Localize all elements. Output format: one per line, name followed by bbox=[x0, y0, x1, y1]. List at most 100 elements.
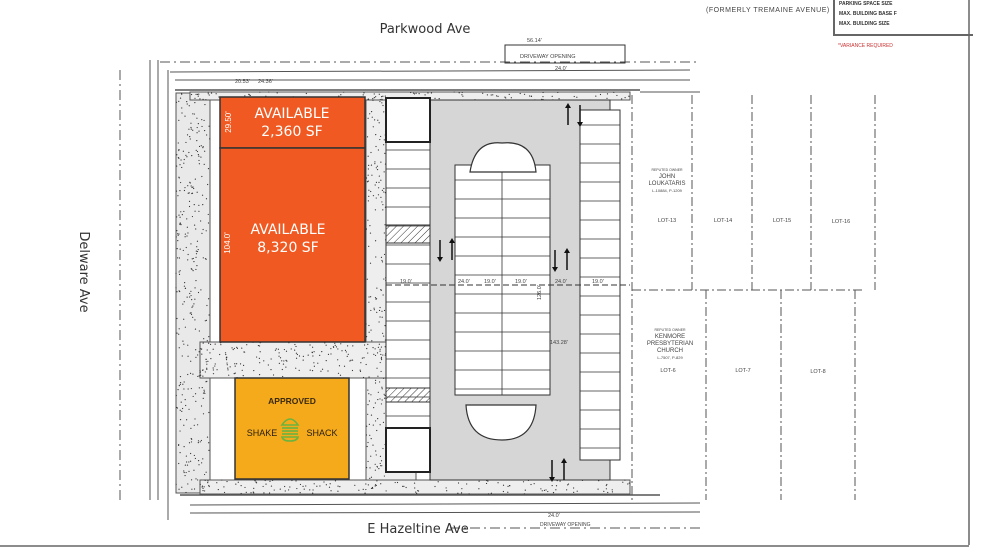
speckle bbox=[202, 204, 204, 206]
speckle bbox=[437, 481, 439, 483]
traffic-arrows bbox=[437, 103, 583, 482]
speckle bbox=[214, 365, 216, 367]
speckle bbox=[196, 132, 198, 134]
speckle bbox=[178, 149, 180, 152]
speckle bbox=[179, 248, 181, 250]
speckle bbox=[377, 346, 379, 348]
speckle bbox=[313, 351, 315, 353]
variance-note: *VARIANCE REQUIRED bbox=[838, 43, 893, 49]
speckle bbox=[259, 351, 261, 353]
speckle bbox=[198, 159, 200, 162]
speckle bbox=[380, 346, 383, 348]
speckle bbox=[185, 455, 187, 457]
speckle bbox=[380, 465, 382, 467]
speckle bbox=[190, 243, 192, 245]
speckle bbox=[178, 290, 180, 292]
speckle bbox=[235, 483, 237, 485]
speckle bbox=[198, 155, 200, 157]
speckle bbox=[418, 93, 420, 95]
speckle bbox=[365, 488, 367, 491]
speckle bbox=[182, 383, 184, 385]
speckle bbox=[202, 147, 204, 149]
speckle bbox=[198, 464, 200, 466]
speckle bbox=[529, 95, 531, 97]
building-available-large[interactable]: AVAILABLE 8,320 SF 104.0' bbox=[219, 147, 366, 343]
building-approved-shake-shack[interactable]: APPROVED SHAKE SHACK bbox=[234, 377, 350, 480]
speckle bbox=[382, 209, 384, 211]
speckle bbox=[296, 487, 298, 490]
speckle bbox=[329, 483, 331, 485]
speckle bbox=[187, 388, 189, 390]
speckle bbox=[183, 381, 185, 383]
speckle bbox=[196, 264, 198, 267]
west-aisle-dimension: 20.53' bbox=[235, 79, 250, 85]
speckle bbox=[205, 361, 207, 363]
speckle bbox=[377, 194, 380, 196]
speckle bbox=[374, 209, 377, 211]
speckle bbox=[183, 470, 185, 472]
speckle bbox=[367, 404, 369, 406]
centerline-dimension: 143.28' bbox=[550, 340, 568, 346]
aisle-dimension: 24.0' bbox=[458, 279, 470, 285]
speckle bbox=[378, 381, 381, 383]
speckle bbox=[190, 93, 193, 96]
speckle bbox=[181, 486, 183, 488]
speckle bbox=[369, 434, 371, 436]
speckle bbox=[284, 485, 286, 488]
speckle bbox=[363, 344, 366, 346]
speckle bbox=[193, 469, 195, 471]
arrow-head bbox=[565, 103, 571, 108]
speckle bbox=[605, 484, 607, 487]
speckle bbox=[461, 94, 463, 96]
speckle bbox=[204, 479, 206, 481]
speckle bbox=[195, 250, 197, 252]
driveway-label: DRIVEWAY OPENING bbox=[520, 54, 576, 60]
west-parking-row bbox=[385, 129, 431, 471]
speckle bbox=[184, 236, 186, 238]
speckle bbox=[206, 380, 208, 383]
speckle bbox=[382, 95, 384, 97]
speckle bbox=[368, 245, 370, 247]
speckle bbox=[258, 357, 260, 359]
speckle bbox=[358, 489, 360, 491]
burger-logo-icon bbox=[280, 418, 300, 442]
speckle bbox=[223, 491, 226, 494]
speckle bbox=[190, 452, 192, 455]
speckle bbox=[347, 353, 349, 355]
speckle bbox=[382, 354, 384, 356]
speckle bbox=[179, 97, 182, 99]
arrow-head bbox=[552, 267, 558, 272]
speckle bbox=[552, 492, 555, 494]
speckle bbox=[291, 479, 293, 482]
speckle bbox=[191, 299, 193, 301]
speckle bbox=[383, 139, 385, 141]
speckle bbox=[461, 91, 463, 93]
speckle bbox=[413, 482, 416, 484]
speckle bbox=[367, 98, 369, 100]
speckle bbox=[576, 96, 578, 98]
speckle bbox=[567, 484, 569, 486]
speckle bbox=[373, 93, 375, 95]
building-available-small[interactable]: AVAILABLE 2,360 SF 29.50' bbox=[219, 96, 366, 149]
speckle bbox=[384, 224, 386, 226]
speckle bbox=[268, 492, 271, 494]
speckle bbox=[330, 353, 332, 355]
speckle bbox=[367, 180, 369, 182]
speckle bbox=[379, 398, 381, 400]
speckle bbox=[190, 441, 193, 443]
owner-name: KENMORE bbox=[655, 334, 685, 340]
speckle bbox=[368, 331, 370, 333]
speckle bbox=[187, 259, 189, 261]
speckle bbox=[201, 125, 203, 128]
speckle bbox=[555, 485, 558, 487]
speckle bbox=[181, 214, 183, 216]
speckle bbox=[178, 385, 180, 387]
south-landscape-island bbox=[465, 404, 537, 441]
speckle bbox=[366, 278, 368, 280]
speckle bbox=[245, 491, 247, 493]
speckle bbox=[372, 347, 374, 349]
speckle bbox=[196, 117, 198, 119]
speckle bbox=[330, 490, 332, 492]
speckle bbox=[367, 219, 369, 221]
speckle bbox=[368, 423, 370, 425]
